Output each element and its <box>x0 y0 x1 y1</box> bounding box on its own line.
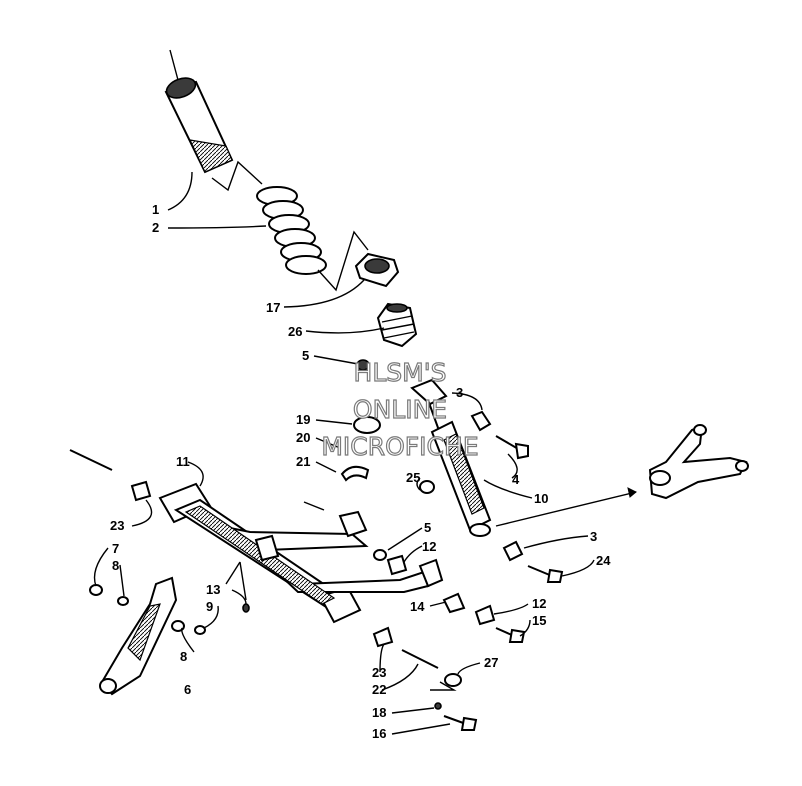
pin-18 <box>434 702 442 710</box>
clamp-pieces <box>303 416 381 511</box>
watermark-line-3: MICROFICHE <box>321 432 478 461</box>
callout-10: 10 <box>534 491 548 506</box>
bolt-24 <box>527 565 564 583</box>
bolt-15 <box>495 627 526 643</box>
spring-adjuster <box>354 252 400 288</box>
bolt-4 <box>495 435 529 460</box>
callout-27: 27 <box>484 655 498 670</box>
steering-arm <box>99 576 178 696</box>
callout-15: 15 <box>532 613 546 628</box>
callout-4: 4 <box>512 472 520 487</box>
bushing-23-top <box>130 480 152 502</box>
callout-12-bottom: 12 <box>532 596 546 611</box>
washer-5-bottom <box>373 549 387 561</box>
watermark-line-2: ONLINE <box>353 395 447 424</box>
cotter-pin-13 <box>242 603 250 613</box>
bolt-7 <box>89 584 103 596</box>
callout-19: 19 <box>296 412 310 427</box>
bump-stop <box>376 302 418 348</box>
bolt-16 <box>443 715 478 731</box>
watermark: HLSM'S ONLINE MICROFICHE <box>321 357 479 461</box>
callout-3-top: 3 <box>456 385 463 400</box>
callout-labels: 1 2 17 26 5 3 19 20 21 4 11 25 10 23 5 3… <box>110 202 611 741</box>
rear-arm <box>648 424 749 500</box>
callout-8-top: 8 <box>112 558 119 573</box>
bushing-12-top <box>386 554 408 576</box>
bushing-3-bottom <box>502 540 524 562</box>
callout-7: 7 <box>112 541 119 556</box>
callout-1: 1 <box>152 202 159 217</box>
callout-5-bottom: 5 <box>424 520 431 535</box>
shock-boot <box>164 49 234 174</box>
callout-13: 13 <box>206 582 220 597</box>
callout-22: 22 <box>372 682 386 697</box>
callout-9: 9 <box>206 599 213 614</box>
shock-absorber <box>410 378 492 537</box>
callout-18: 18 <box>372 705 386 720</box>
callout-25: 25 <box>406 470 420 485</box>
callout-24: 24 <box>596 553 611 568</box>
callout-17: 17 <box>266 300 280 315</box>
callout-23-top: 23 <box>110 518 124 533</box>
callout-11: 11 <box>176 454 190 469</box>
callout-14: 14 <box>410 599 425 614</box>
washer-5-top <box>356 359 370 371</box>
callout-3-bottom: 3 <box>590 529 597 544</box>
nut-9 <box>194 625 206 635</box>
callout-21: 21 <box>296 454 310 469</box>
nut-25 <box>419 480 435 494</box>
spacer-14 <box>442 592 466 614</box>
washer-8-bottom <box>171 620 185 632</box>
bushing-12-bottom <box>474 604 496 626</box>
bushing-3-top <box>470 410 492 432</box>
pin-22 <box>401 649 439 669</box>
watermark-line-1: HLSM'S <box>354 358 447 387</box>
callout-6: 6 <box>184 682 191 697</box>
callout-12-top: 12 <box>422 539 436 554</box>
washer-8-top <box>117 596 129 606</box>
callout-20: 20 <box>296 430 310 445</box>
leader-lines <box>93 171 595 735</box>
washer-27 <box>444 673 462 687</box>
coil-spring <box>256 186 327 275</box>
callout-16: 16 <box>372 726 386 741</box>
callout-2: 2 <box>152 220 159 235</box>
bushing-23-bottom <box>372 626 394 648</box>
a-arm-frame <box>69 449 444 624</box>
callout-23-bottom: 23 <box>372 665 386 680</box>
callout-5-top: 5 <box>302 348 309 363</box>
callout-8-bottom: 8 <box>180 649 187 664</box>
callout-26: 26 <box>288 324 302 339</box>
